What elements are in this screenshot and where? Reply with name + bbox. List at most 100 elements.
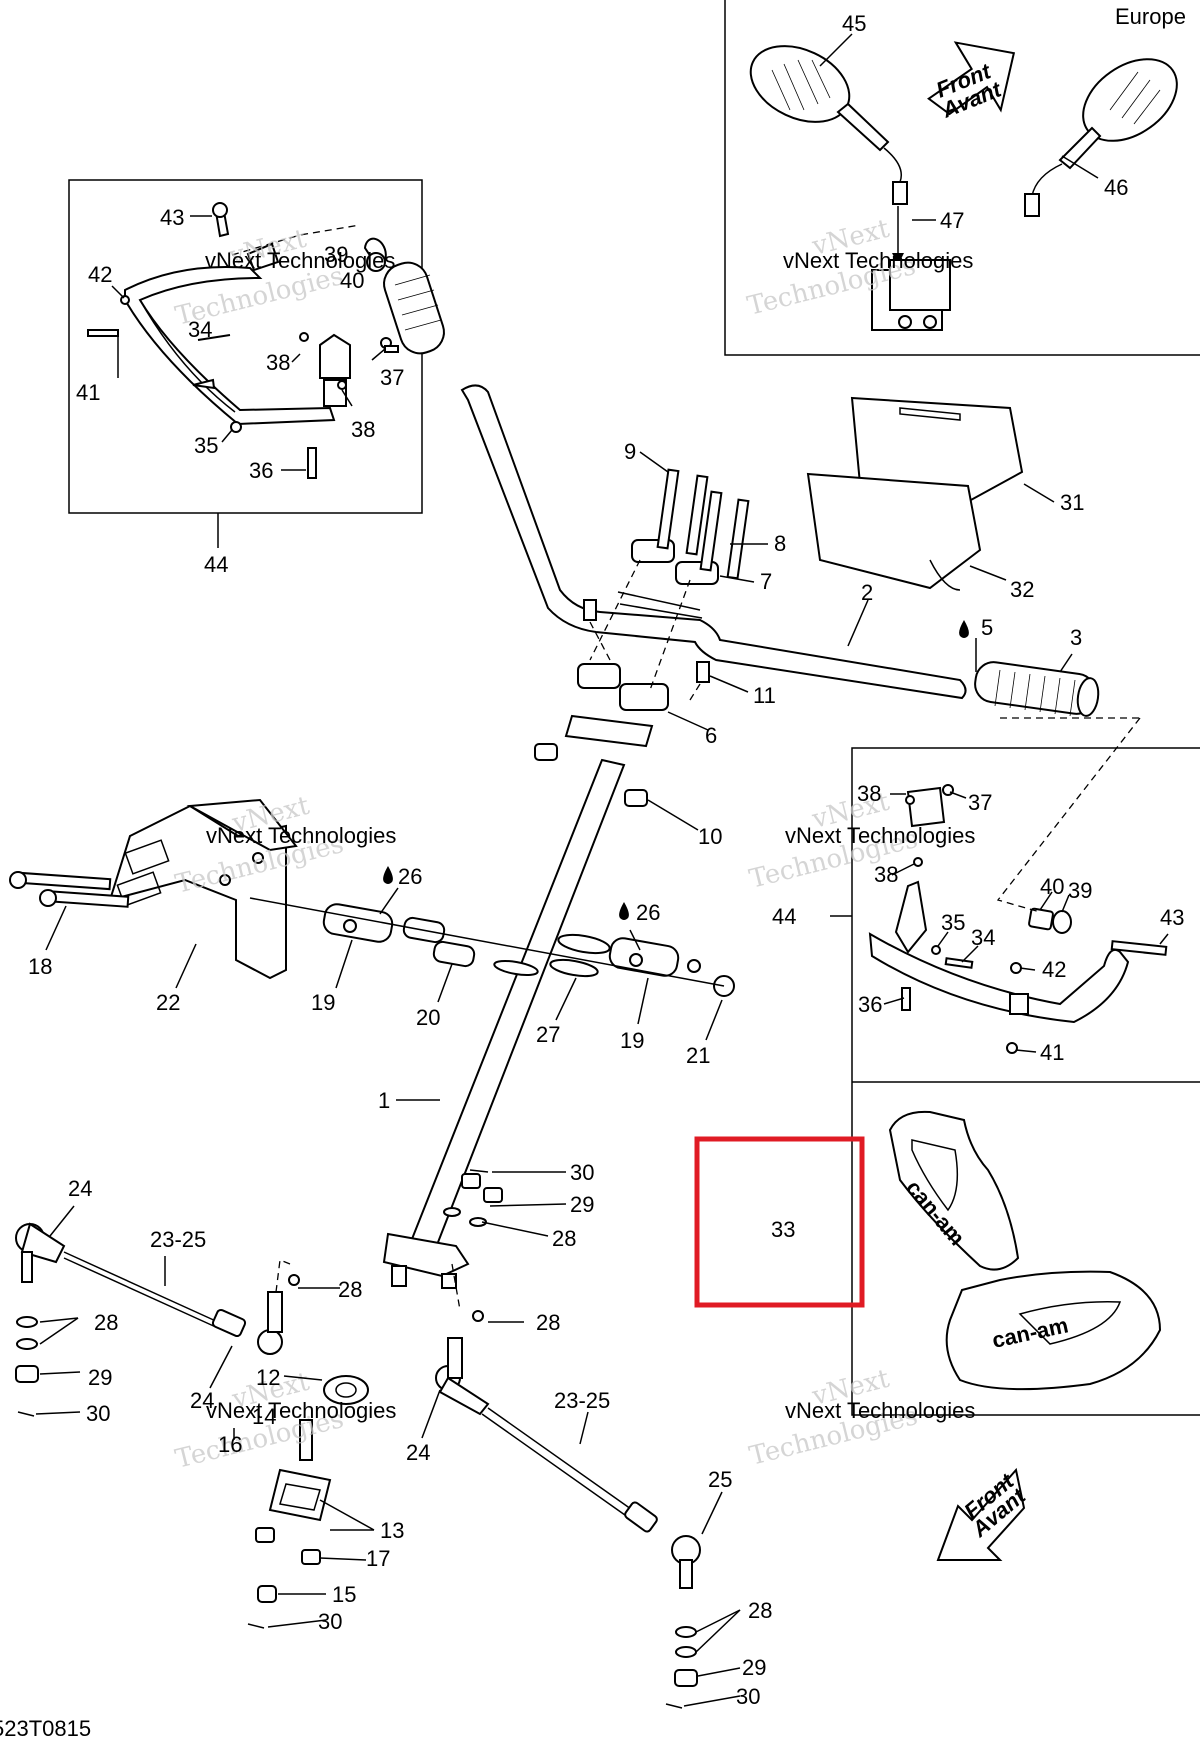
handguard-assembly-left — [87, 202, 445, 479]
callout-30: 30 — [318, 1609, 342, 1634]
callout-29: 29 — [88, 1365, 112, 1390]
callout-28: 28 — [338, 1277, 362, 1302]
callout-11: 11 — [753, 683, 776, 708]
callout-42: 42 — [1042, 957, 1066, 982]
pivot-blocks — [322, 903, 680, 977]
callout-15: 15 — [332, 1582, 356, 1607]
center-shaft-line — [249, 897, 725, 987]
callout-37: 37 — [380, 365, 404, 390]
callout-7: 7 — [760, 569, 772, 594]
callout-38: 38 — [266, 350, 290, 375]
callout-22: 22 — [156, 990, 180, 1015]
callout-36: 36 — [858, 992, 882, 1017]
callout-13: 13 — [380, 1518, 404, 1543]
callout-10: 10 — [698, 824, 722, 849]
callout-34: 34 — [188, 317, 212, 342]
handguard-decals: can-am can-am — [888, 1110, 1162, 1391]
callout-44: 44 — [204, 552, 228, 577]
long-bolts — [9, 871, 130, 908]
callout-47: 47 — [940, 208, 964, 233]
callout-5: 5 — [981, 615, 993, 640]
callout-18: 18 — [28, 954, 52, 979]
callout-28: 28 — [536, 1310, 560, 1335]
callout-14: 14 — [252, 1404, 276, 1429]
mirror-right — [1024, 58, 1178, 217]
clamp-nuts — [534, 743, 648, 807]
small-pins — [17, 1169, 683, 1709]
callout-35: 35 — [194, 433, 218, 458]
watermark-small: vNext Technologies — [206, 1398, 396, 1423]
callout-46: 46 — [1104, 175, 1128, 200]
tie-rod-left — [15, 1222, 283, 1383]
watermark-small: vNext Technologies — [783, 248, 973, 273]
callout-44: 44 — [772, 904, 796, 929]
callout-17: 17 — [366, 1546, 390, 1571]
mirror-left — [749, 45, 908, 205]
bushings — [402, 916, 735, 997]
callout-23-25: 23-25 — [150, 1227, 206, 1252]
watermark-small: vNext Technologies — [785, 1398, 975, 1423]
watermark-small: vNext Technologies — [206, 823, 396, 848]
callout-35: 35 — [941, 910, 965, 935]
callout-8: 8 — [774, 531, 786, 556]
watermark-small: vNext Technologies — [205, 248, 395, 273]
steering-column — [382, 758, 626, 1289]
support-bracket — [108, 798, 298, 980]
callout-21: 21 — [686, 1043, 710, 1068]
grip-right — [974, 661, 1100, 717]
watermark-small: vNext Technologies — [785, 823, 975, 848]
highlight-box-33 — [694, 1136, 865, 1308]
callout-33: 33 — [771, 1217, 795, 1242]
callout-32: 32 — [1010, 577, 1034, 602]
callout-2: 2 — [861, 580, 873, 605]
callout-43: 43 — [160, 205, 184, 230]
callout-30: 30 — [570, 1160, 594, 1185]
callout-31: 31 — [1060, 490, 1084, 515]
callout-30: 30 — [86, 1401, 110, 1426]
drawing-code: 523T0815 — [0, 1716, 91, 1740]
callout-24: 24 — [406, 1440, 430, 1465]
callout-6: 6 — [705, 723, 717, 748]
callout-41: 41 — [1040, 1040, 1064, 1065]
callout-45: 45 — [842, 11, 866, 36]
callout-34: 34 — [971, 925, 995, 950]
handguard-assembly-right — [868, 717, 1168, 1054]
handlebar-pads — [806, 396, 1024, 591]
callout-28: 28 — [552, 1226, 576, 1251]
column-bearing — [255, 1375, 369, 1603]
region-label: Europe — [1115, 4, 1186, 29]
callout-28: 28 — [94, 1310, 118, 1335]
front-arrow-top: Front Avant — [927, 41, 1016, 123]
callout-43: 43 — [1160, 905, 1184, 930]
callout-23-25: 23-25 — [554, 1388, 610, 1413]
mirror-mount-block — [871, 206, 951, 331]
callout-29: 29 — [570, 1192, 594, 1217]
callout-27: 27 — [536, 1022, 560, 1047]
callout-39: 39 — [324, 242, 348, 267]
callout-24: 24 — [190, 1388, 214, 1413]
callout-28: 28 — [748, 1598, 772, 1623]
callout-26: 26 — [636, 900, 660, 925]
lubrication-icon — [383, 620, 969, 920]
callout-38: 38 — [857, 781, 881, 806]
callout-25: 25 — [708, 1467, 732, 1492]
lower-fasteners — [274, 1173, 503, 1322]
callout-19: 19 — [620, 1028, 644, 1053]
callout-9: 9 — [624, 439, 636, 464]
callout-36: 36 — [249, 458, 273, 483]
callout-3: 3 — [1070, 625, 1082, 650]
callout-38: 38 — [874, 862, 898, 887]
leader-lines — [35, 33, 1169, 1707]
inset-box-handguard-left — [68, 179, 423, 514]
callout-26: 26 — [398, 864, 422, 889]
inset-box-europe-mirrors: Europe — [724, 0, 1200, 356]
callout-19: 19 — [311, 990, 335, 1015]
callout-37: 37 — [968, 790, 992, 815]
callout-42: 42 — [88, 262, 112, 287]
callout-29: 29 — [742, 1655, 766, 1680]
callout-24: 24 — [68, 1176, 92, 1201]
callout-38: 38 — [351, 417, 375, 442]
grip-left-inset — [383, 261, 445, 355]
callout-12: 12 — [256, 1365, 280, 1390]
